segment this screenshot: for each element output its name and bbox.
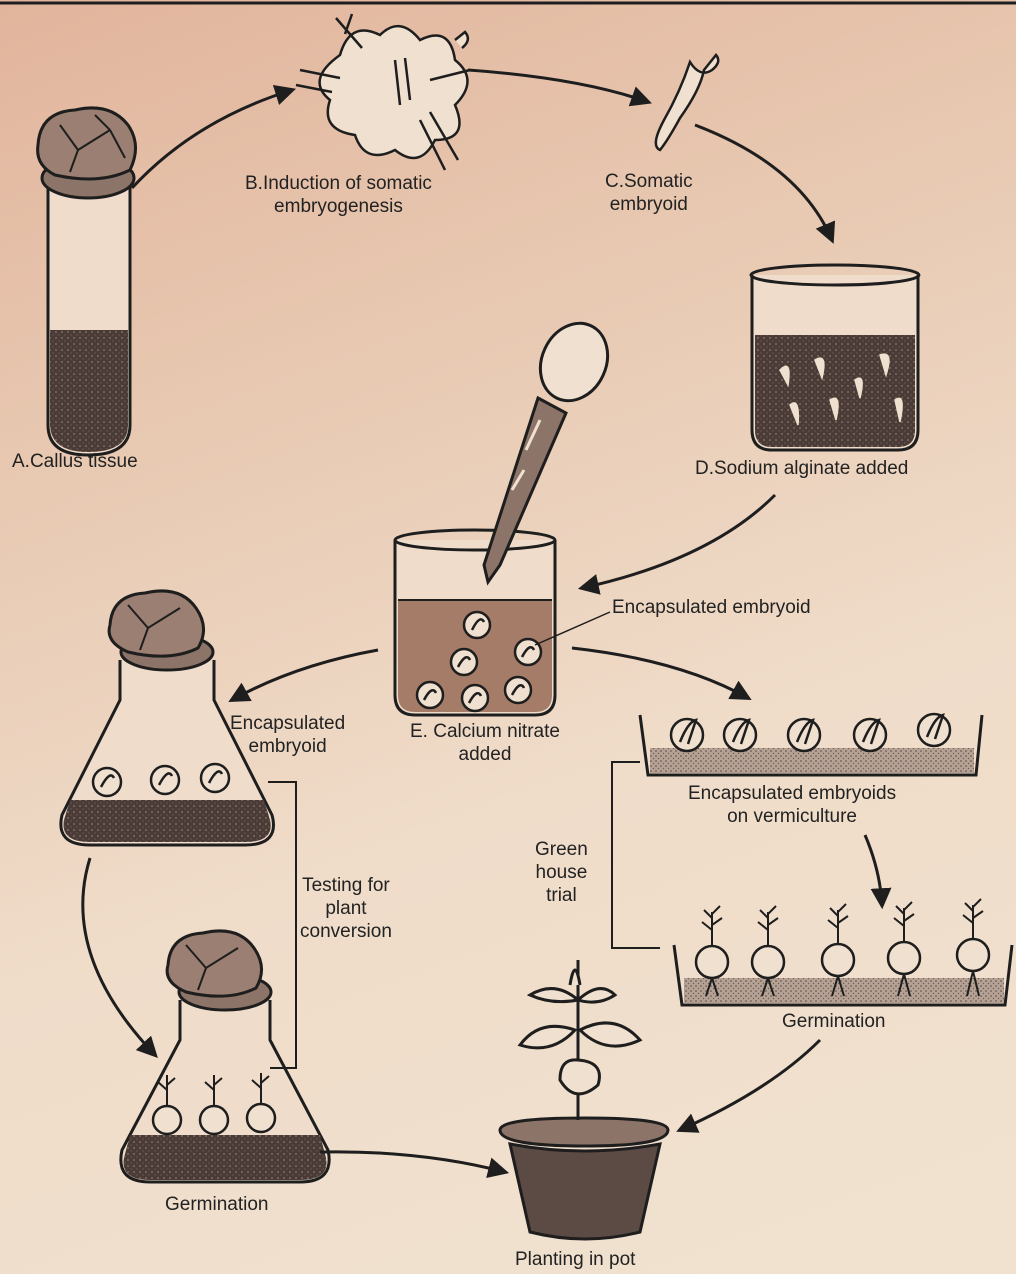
callus-test-tube bbox=[38, 108, 136, 455]
label-planting-in-pot: Planting in pot bbox=[515, 1248, 635, 1271]
label-encap-flask-line-1: Encapsulated bbox=[230, 712, 345, 735]
label-test-line-1: Testing for bbox=[300, 874, 392, 897]
label-test-line-3: conversion bbox=[300, 920, 392, 943]
label-c-line-2: embryoid bbox=[605, 193, 693, 216]
arrow-germination-flask-to-pot bbox=[320, 1152, 505, 1172]
label-encapsulated-embryoid-flask: Encapsulated embryoid bbox=[230, 712, 345, 758]
label-encapsulated-embryoid-beaker: Encapsulated embryoid bbox=[612, 596, 811, 619]
flask-germination bbox=[121, 931, 329, 1182]
arrow-e-to-flask bbox=[232, 650, 378, 700]
label-b-line-1: B.Induction of somatic bbox=[245, 172, 432, 195]
label-induction-somatic-embryogenesis: B.Induction of somatic embryogenesis bbox=[245, 172, 432, 218]
label-c-line-1: C.Somatic bbox=[605, 170, 693, 193]
label-verm-line-2: on vermiculture bbox=[688, 805, 896, 828]
arrow-tray-to-pot bbox=[680, 1040, 820, 1130]
label-b-line-2: embryogenesis bbox=[245, 195, 432, 218]
somatic-embryogenesis-cluster bbox=[296, 14, 470, 170]
sodium-alginate-beaker bbox=[751, 265, 919, 450]
label-somatic-embryoid: C.Somatic embryoid bbox=[605, 170, 693, 216]
arrow-b-to-c bbox=[468, 70, 648, 102]
label-testing-plant-conversion: Testing for plant conversion bbox=[300, 874, 392, 943]
arrow-d-to-e bbox=[582, 495, 775, 588]
label-calcium-nitrate-added: E. Calcium nitrate added bbox=[410, 720, 560, 766]
label-e-line-2: added bbox=[410, 743, 560, 766]
label-green-house-trial: Green house trial bbox=[535, 838, 588, 907]
arrow-c-to-d bbox=[695, 125, 832, 240]
calcium-nitrate-beaker bbox=[395, 312, 620, 715]
label-gh-line-1: Green bbox=[535, 838, 588, 861]
label-sodium-alginate-added: D.Sodium alginate added bbox=[695, 457, 908, 480]
label-encapsulated-embryoids-vermiculture: Encapsulated embryoids on vermiculture bbox=[688, 782, 896, 828]
label-germination-tray: Germination bbox=[782, 1010, 886, 1033]
label-gh-line-2: house bbox=[535, 861, 588, 884]
vermiculture-tray bbox=[640, 714, 982, 775]
label-encap-flask-line-2: embryoid bbox=[230, 735, 345, 758]
label-test-line-2: plant bbox=[300, 897, 392, 920]
arrow-flask-to-germination-flask bbox=[83, 858, 155, 1055]
germination-tray bbox=[674, 899, 1012, 1005]
plant-pot bbox=[500, 960, 668, 1239]
label-callus-tissue: A.Callus tissue bbox=[12, 450, 138, 473]
arrow-vermiculture-to-germination bbox=[865, 835, 882, 905]
somatic-embryoid bbox=[656, 55, 718, 150]
label-e-line-1: E. Calcium nitrate bbox=[410, 720, 560, 743]
arrow-e-to-vermiculture bbox=[572, 648, 748, 698]
label-verm-line-1: Encapsulated embryoids bbox=[688, 782, 896, 805]
label-germination-flask: Germination bbox=[165, 1193, 269, 1216]
label-gh-line-3: trial bbox=[535, 884, 588, 907]
greenhouse-bracket bbox=[612, 762, 660, 948]
